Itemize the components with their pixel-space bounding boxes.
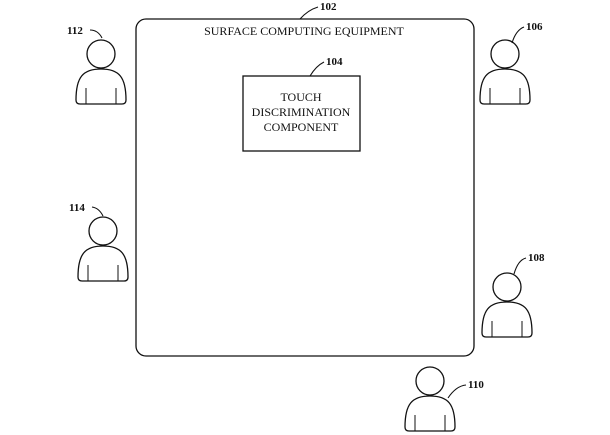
user-figure-112: 112 — [67, 25, 127, 105]
surface-leader-line — [299, 6, 319, 20]
user-106-ref-number: 106 — [526, 21, 543, 33]
user-114-ref-number: 114 — [69, 202, 85, 214]
surface-label: SURFACE COMPUTING EQUIPMENT — [204, 24, 404, 38]
user-112-leader-line — [89, 29, 103, 39]
user-figure-110: 110 — [404, 366, 484, 432]
user-figure-114: 114 — [69, 202, 129, 282]
component-label-line-1: TOUCH — [280, 90, 321, 104]
user-108-ref-number: 108 — [528, 252, 545, 264]
user-112-ref-number: 112 — [67, 25, 83, 37]
component-label-line-3: COMPONENT — [264, 120, 339, 134]
person-icon — [77, 216, 129, 282]
user-110-ref-number: 110 — [468, 379, 484, 391]
person-icon — [479, 39, 531, 105]
component-ref-number: 104 — [326, 56, 343, 68]
user-106-leader-line — [511, 26, 525, 44]
person-icon — [75, 39, 127, 105]
touch-discrimination-component: TOUCH DISCRIMINATION COMPONENT 104 — [242, 56, 361, 152]
surface-ref-number: 102 — [320, 1, 337, 13]
surface-outline — [135, 18, 475, 357]
surface-computing-equipment: SURFACE COMPUTING EQUIPMENT 102 — [135, 1, 475, 357]
person-icon — [481, 272, 533, 338]
component-label-line-2: DISCRIMINATION — [252, 105, 351, 119]
user-108-leader-line — [513, 257, 527, 275]
component-leader-line — [309, 61, 325, 77]
user-figure-106: 106 — [479, 21, 543, 105]
user-114-leader-line — [91, 206, 104, 217]
component-box — [242, 75, 361, 152]
user-figure-108: 108 — [481, 252, 545, 338]
user-110-leader-line — [447, 384, 467, 399]
person-icon — [404, 366, 456, 432]
